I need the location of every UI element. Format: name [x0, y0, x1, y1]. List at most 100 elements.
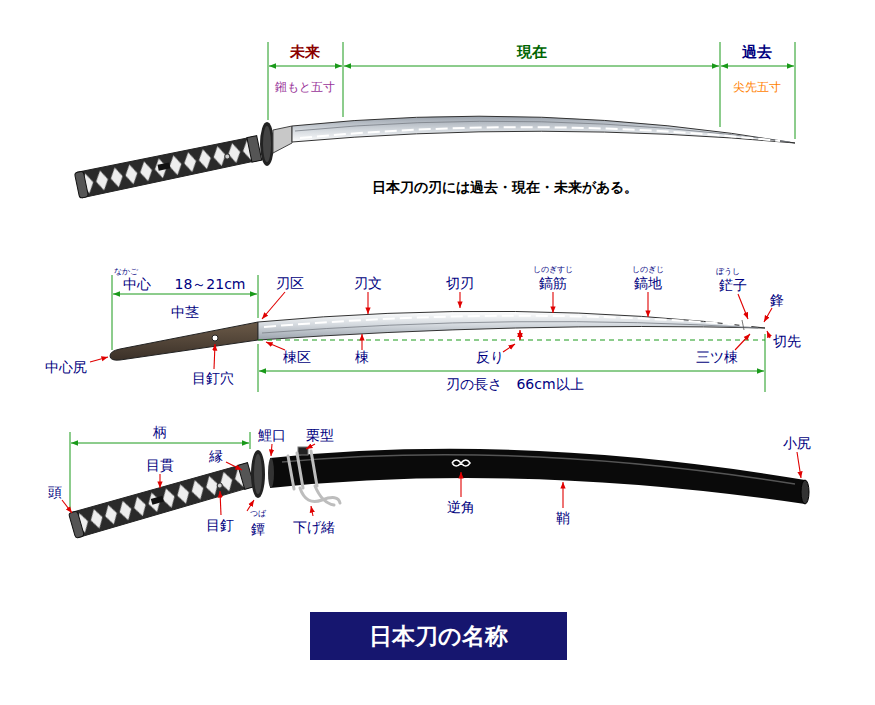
mounted-sword — [801, 480, 809, 504]
part-label: 縁 — [209, 448, 223, 464]
mounted-sword — [297, 453, 303, 488]
top-sword — [260, 122, 274, 166]
part-label: 頭 — [48, 484, 62, 500]
bare-blade — [262, 322, 758, 333]
blade-dimension-lines — [258, 344, 259, 392]
part-label: 反り — [476, 349, 504, 365]
leader-line — [214, 344, 215, 369]
mounted-sword — [288, 451, 340, 505]
period-dimension-lines — [721, 66, 794, 67]
range-label: 鎺もと五寸 — [275, 81, 335, 95]
leader-line — [266, 342, 285, 350]
part-label: 鋒 — [770, 292, 784, 308]
dimension-label: 刃の長さ 66cm以上 — [446, 376, 583, 392]
leader-line — [311, 506, 313, 516]
blade-dimension-lines — [258, 340, 765, 341]
range-label: 尖先五寸 — [733, 81, 781, 95]
leader-line — [226, 462, 242, 470]
part-label: 小尻 — [783, 435, 811, 451]
title-banner: 日本刀の名称 — [310, 612, 567, 660]
part-label: 目釘穴 — [192, 370, 234, 386]
leader-line — [306, 444, 315, 449]
part-label: 鎬筋 — [539, 275, 567, 291]
part-label: 中茎 — [171, 304, 199, 320]
period-dimension-lines — [343, 42, 344, 117]
leader-line — [262, 292, 285, 319]
leader-line — [767, 331, 770, 338]
leader-line — [562, 482, 563, 508]
mounted-sword — [69, 447, 809, 538]
leader-line — [797, 452, 801, 478]
period-dimension-lines — [344, 66, 719, 67]
bare-blade — [742, 320, 744, 330]
leader-line — [735, 334, 750, 350]
leader-line — [764, 308, 772, 322]
mounted-sword — [452, 460, 470, 466]
ruby-reading: しのぎじ — [632, 265, 664, 274]
part-label: 切刃 — [446, 275, 474, 291]
leader-line — [271, 444, 272, 456]
leader-line — [361, 334, 362, 350]
period-dimension-lines — [720, 42, 721, 127]
leader-line — [90, 357, 108, 362]
mounted-sword — [251, 450, 265, 498]
note-text: 日本刀の刃には過去・現在・未来がある。 — [372, 179, 638, 195]
ruby-reading: なかご — [114, 267, 138, 276]
part-label: 逆角 — [447, 499, 475, 515]
bare-blade — [110, 311, 765, 360]
ruby-reading: しのぎすじ — [533, 265, 573, 274]
part-label: 目貫 — [146, 457, 174, 473]
title-text: 日本刀の名称 — [369, 621, 508, 652]
leader-line — [62, 500, 72, 513]
period-dimension-lines — [269, 66, 342, 67]
mounted-sword — [315, 486, 334, 505]
part-label: 鞘 — [556, 510, 570, 526]
mounted-sword — [254, 454, 262, 494]
leader-line — [503, 344, 515, 352]
part-label: 刃区 — [276, 275, 304, 291]
leader-line — [220, 491, 221, 515]
top-sword — [300, 127, 780, 141]
top-sword — [263, 126, 271, 162]
ruby-reading: ぼうし — [716, 267, 740, 276]
mounted-sword — [311, 451, 317, 486]
handle-dimension-lines — [71, 443, 249, 444]
leader-line — [62, 292, 801, 516]
blade-dimension-lines — [765, 334, 766, 392]
top-sword — [295, 121, 790, 142]
part-label: 鋩子 — [719, 277, 747, 293]
part-label: 棟区 — [283, 349, 311, 365]
blade-dimension-lines — [259, 371, 764, 372]
mounted-sword — [282, 455, 795, 484]
mounted-sword — [69, 462, 255, 538]
period-label: 未来 — [290, 44, 320, 61]
part-label: 柄 — [153, 424, 167, 440]
blade-dimension-lines — [112, 275, 765, 392]
top-sword — [74, 135, 261, 198]
part-label: 中心 — [123, 276, 151, 292]
part-label: 鯉口 — [258, 427, 286, 443]
bare-blade — [264, 316, 752, 327]
leader-line — [459, 292, 460, 308]
period-label: 現在 — [517, 44, 547, 61]
leader-line — [367, 292, 368, 314]
mounted-sword — [268, 458, 274, 488]
curvature-arrow — [519, 330, 520, 340]
part-label: 棟 — [355, 349, 369, 365]
top-sword — [273, 126, 292, 153]
handle-dimension-lines — [250, 432, 251, 449]
blade-dimension-lines — [112, 275, 113, 350]
part-label: 中心尻 — [45, 359, 87, 375]
part-label: 目釘 — [206, 517, 234, 533]
period-dimension-lines — [268, 42, 795, 139]
part-label: 鐔 — [251, 521, 265, 537]
part-label: 刃文 — [354, 275, 382, 291]
handle-dimension-lines — [70, 432, 250, 510]
bare-blade — [258, 311, 765, 340]
bare-blade — [212, 335, 218, 341]
leader-line — [552, 292, 553, 313]
dimension-label: 18～21cm — [175, 276, 246, 292]
period-dimension-lines — [268, 42, 269, 120]
